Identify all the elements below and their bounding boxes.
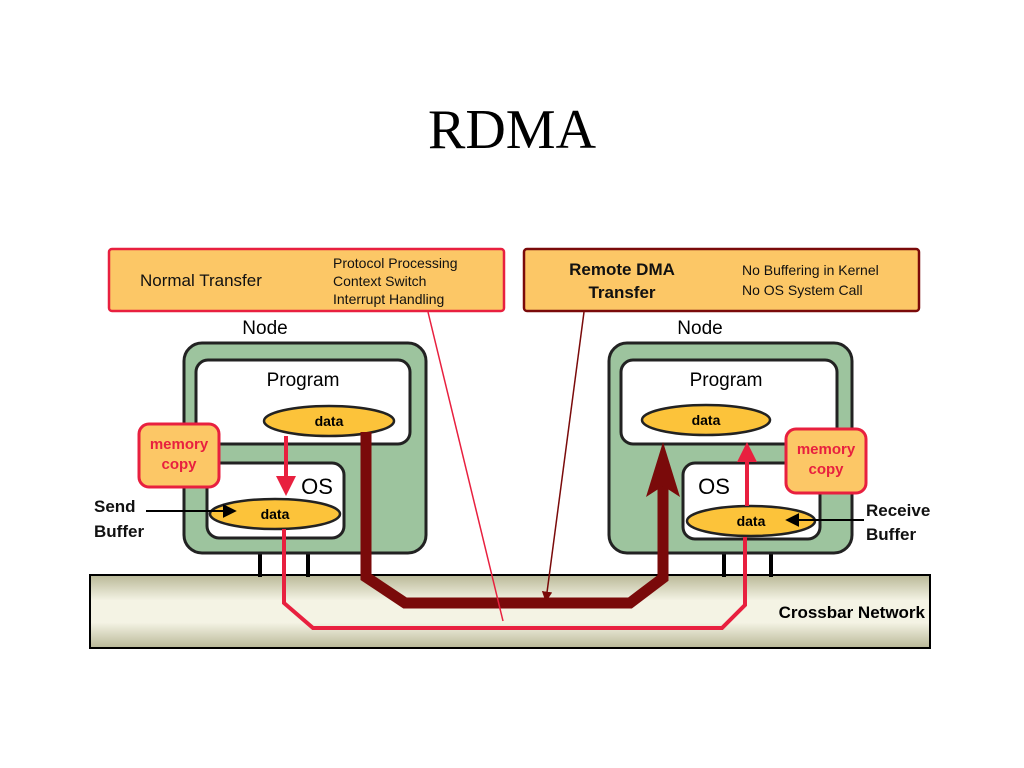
left-program-data-label: data (315, 413, 344, 429)
rdma-transfer-path (360, 432, 680, 609)
normal-transfer-callout: Normal Transfer Protocol Processing Cont… (107, 247, 506, 313)
right-program-data-label: data (692, 412, 721, 428)
normal-item-2: Context Switch (333, 273, 426, 289)
left-program-data (262, 404, 396, 438)
normal-item-1: Protocol Processing (333, 255, 458, 271)
left-os-label: OS (301, 474, 333, 499)
right-os-label: OS (698, 474, 730, 499)
left-memory-copy-callout: memory copy (137, 422, 252, 489)
left-os-data-label: data (261, 506, 290, 522)
left-memcopy-line2: copy (161, 456, 197, 473)
right-os-data-label: data (737, 513, 766, 529)
right-memcopy-line1: memory (797, 441, 856, 458)
remote-item-1: No Buffering in Kernel (742, 262, 879, 278)
receive-buffer-line2: Buffer (866, 525, 916, 544)
send-buffer-line1: Send (94, 497, 136, 516)
normal-network-route (282, 529, 747, 630)
normal-callout-pointer (427, 311, 504, 622)
slide-title: RDMA (427, 99, 597, 161)
remote-label-line2: Transfer (588, 283, 655, 302)
remote-item-2: No OS System Call (742, 282, 863, 298)
right-memcopy-line2: copy (808, 461, 844, 478)
network-label: Crossbar Network (779, 603, 926, 622)
remote-label-line1: Remote DMA (569, 260, 675, 279)
right-program-label: Program (690, 370, 763, 391)
right-program-data (640, 403, 772, 437)
send-buffer-label: Send Buffer (94, 497, 237, 541)
rdma-network-route (360, 432, 669, 609)
receive-buffer-label: Receive Buffer (785, 501, 930, 544)
right-node-title: Node (677, 318, 722, 339)
rdma-arrowhead (646, 442, 680, 497)
left-node-title: Node (242, 318, 287, 339)
normal-transfer-label: Normal Transfer (140, 271, 262, 290)
normal-transfer-path (276, 436, 757, 630)
left-os-data (208, 497, 342, 531)
left-program-label: Program (267, 370, 340, 391)
right-memory-copy-callout: memory copy (784, 427, 868, 495)
normal-item-3: Interrupt Handling (333, 291, 444, 307)
remote-dma-callout: Remote DMA Transfer No Buffering in Kern… (522, 247, 921, 313)
receive-buffer-line1: Receive (866, 501, 930, 520)
send-buffer-line2: Buffer (94, 522, 144, 541)
left-memcopy-line1: memory (150, 436, 209, 453)
crossbar-network: Crossbar Network (89, 574, 931, 649)
remote-callout-pointer (541, 311, 585, 603)
